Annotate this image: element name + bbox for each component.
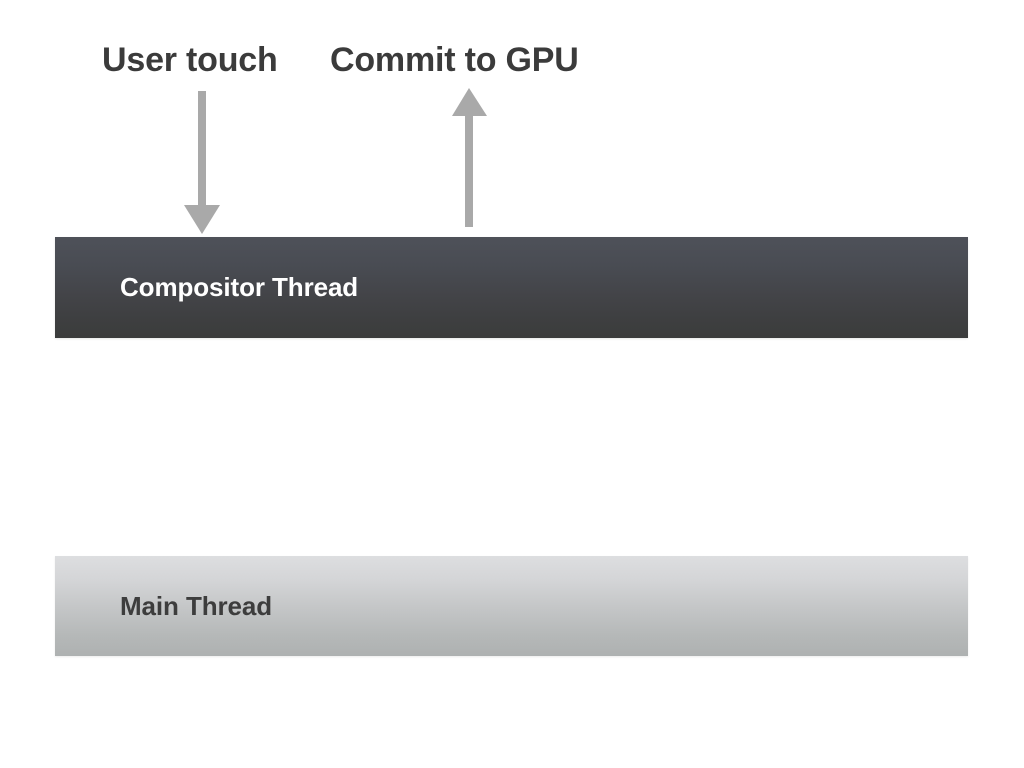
user-touch-label: User touch [102,41,278,79]
arrow-up-icon [452,88,487,227]
commit-to-gpu-label: Commit to GPU [330,41,579,79]
arrow-down-icon [184,91,220,234]
main-thread-label: Main Thread [120,590,273,621]
compositor-thread-bar: Compositor Thread [55,237,968,338]
main-thread-bar: Main Thread [55,556,968,656]
compositor-thread-label: Compositor Thread [120,272,359,302]
